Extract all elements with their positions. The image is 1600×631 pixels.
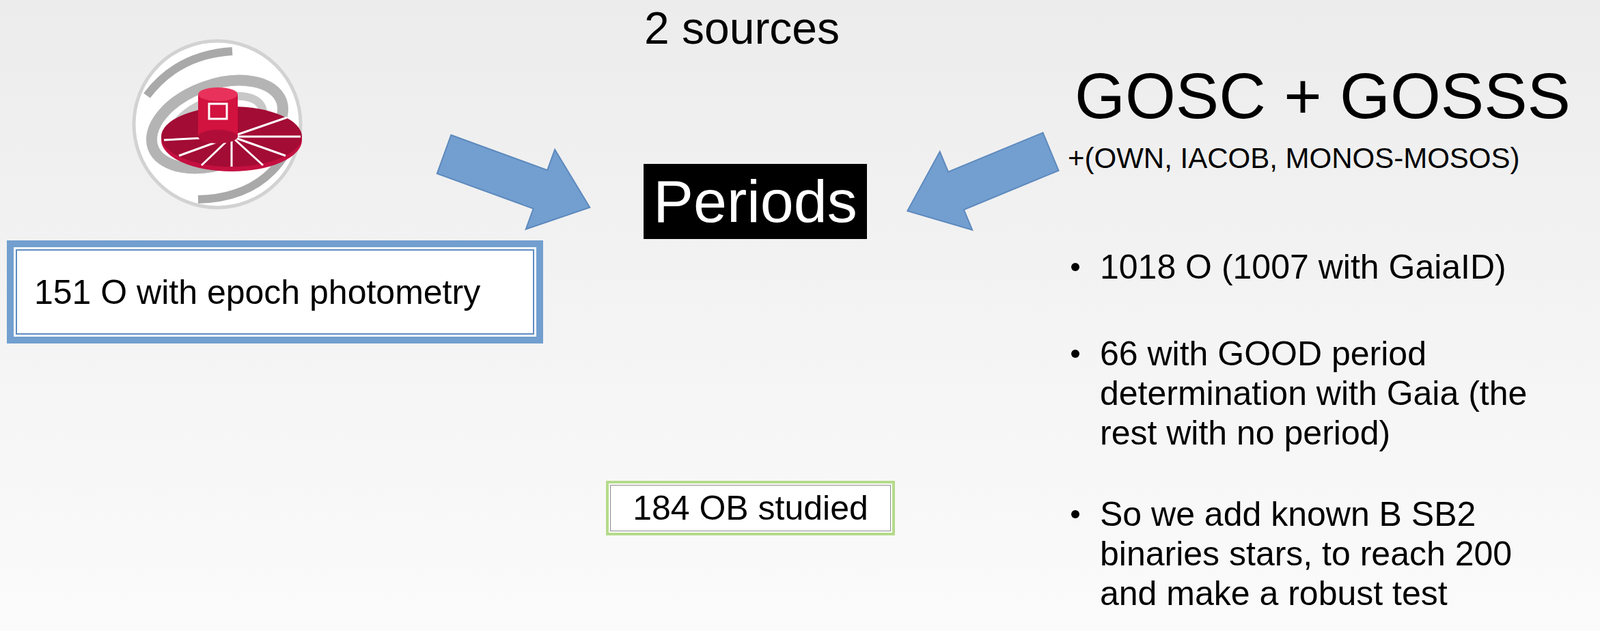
source-box: 151 O with epoch photometry [6,240,544,344]
block-arrow [429,114,605,248]
bullet-dot [1071,510,1080,519]
box-text: 151 O with epoch photometry [34,271,481,313]
source-heading: GOSC + GOSSS [1074,58,1571,134]
title: 2 sources [644,2,840,55]
bullet-text: So we add known B SB2 binaries stars, to… [1099,494,1579,614]
result-box: Periods [643,163,867,240]
gaia-logo [133,40,302,208]
bullet-dot [1071,263,1080,272]
bullet-dot [1071,349,1080,358]
box-text: 184 OB studied [632,487,869,529]
source-list: +(OWN, IACOB, MONOS-MOSOS) [1067,142,1521,176]
summary-box: 184 OB studied [605,480,895,536]
bullet-text: 1018 O (1007 with GaiaID) [1099,247,1579,287]
box-text: Periods [653,165,857,238]
bullet-text: 66 with GOOD period determination with G… [1099,334,1579,453]
block-arrow [891,112,1068,251]
